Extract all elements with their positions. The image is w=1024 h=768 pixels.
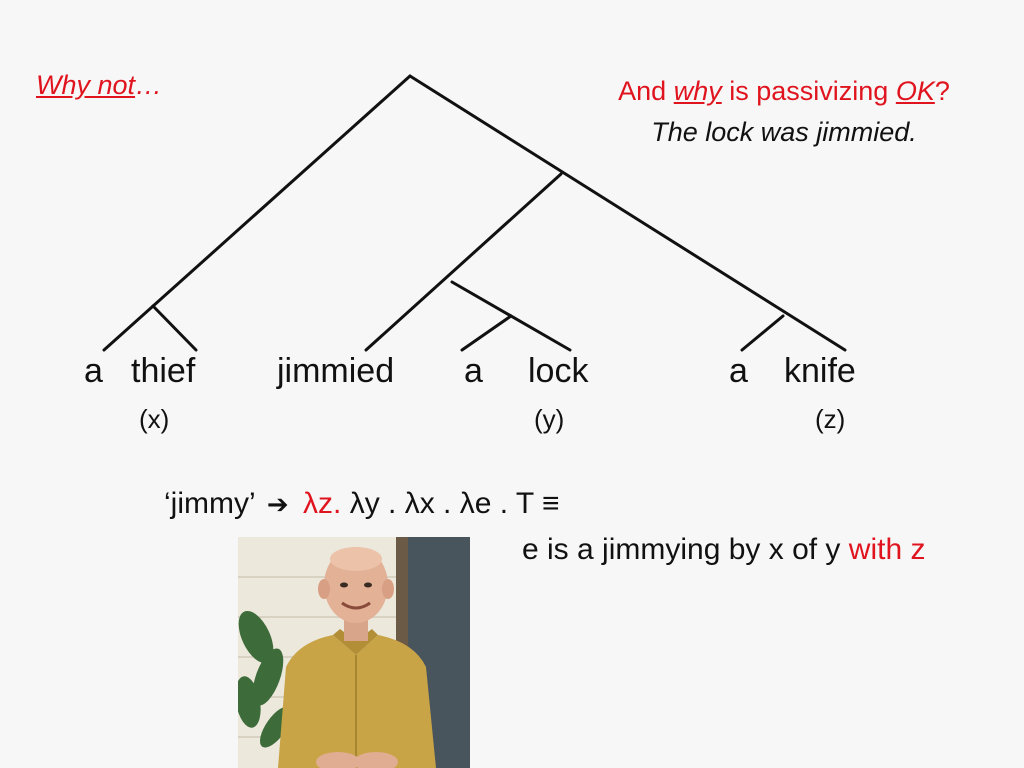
lambda-rest: λy . λx . λe . T xyxy=(349,487,534,520)
why-emph: why xyxy=(673,76,722,106)
ok-emph: OK xyxy=(895,76,935,106)
equiv-symbol: ≡ xyxy=(542,487,560,520)
ellipsis: … xyxy=(135,70,163,100)
word-a-thief-det: a xyxy=(84,352,103,390)
var-z: (z) xyxy=(815,404,846,434)
person-photo xyxy=(238,537,470,768)
tree-edge xyxy=(151,304,198,352)
word-a-knife-det: a xyxy=(729,352,748,390)
word-a-lock-det: a xyxy=(464,352,483,390)
tree-edge xyxy=(740,314,785,352)
question-block: And why is passivizing OK? The lock was … xyxy=(600,76,968,148)
word-thief: thief xyxy=(131,352,196,390)
var-x: (x) xyxy=(139,404,170,434)
person-illustration xyxy=(238,537,470,768)
example-sentence: The lock was jimmied. xyxy=(651,117,917,147)
tree-edge xyxy=(460,314,513,352)
word-jimmied: jimmied xyxy=(277,352,395,390)
jimmy-term: ‘jimmy’ xyxy=(164,487,255,520)
tree-edge xyxy=(102,74,412,352)
formula-body: e is a jimmying by x of y xyxy=(522,533,841,566)
word-lock: lock xyxy=(528,352,589,390)
tree-edge xyxy=(364,172,563,352)
passivizing-question: And why is passivizing OK? xyxy=(618,76,950,106)
why-not-text: Why not xyxy=(36,70,136,100)
lambda-z: λz. xyxy=(303,487,342,520)
arrow-right-icon: ➔ xyxy=(266,489,289,519)
why-not-heading: Why not… xyxy=(36,70,162,101)
word-knife: knife xyxy=(784,352,856,390)
with-z: with z xyxy=(848,533,926,566)
tree-edge xyxy=(408,74,847,352)
formula-line-2: e is a jimmying by x of y with z xyxy=(522,533,925,567)
formula-line-1: ‘jimmy’ ➔ λz. λy . λx . λe . T ≡ xyxy=(164,487,560,521)
var-y: (y) xyxy=(534,404,565,434)
